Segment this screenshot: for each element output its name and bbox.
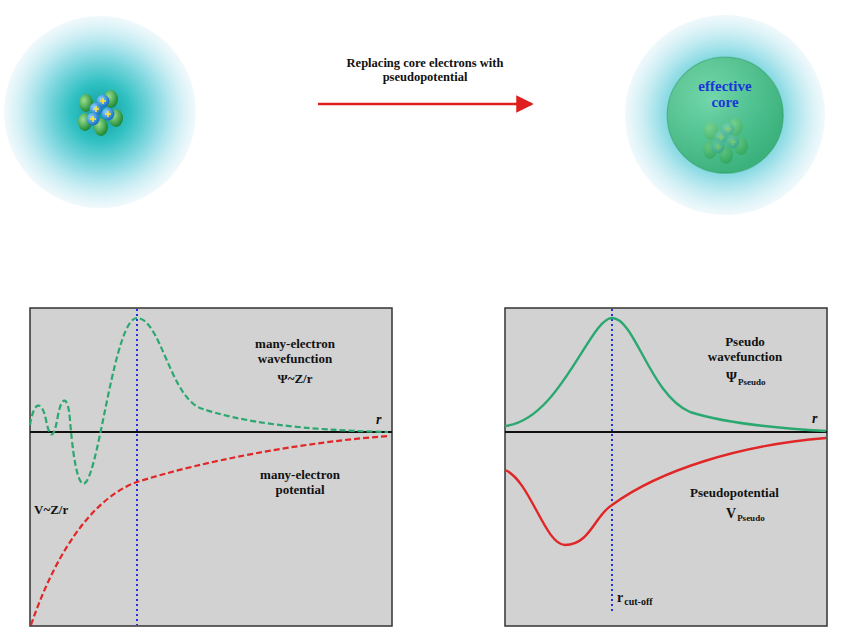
nucleus — [78, 90, 123, 136]
curve-label: Pseudopotential — [690, 486, 779, 501]
cutoff-line — [136, 309, 138, 625]
axis-label: r — [376, 412, 381, 428]
subscript-label: cut-off — [624, 596, 652, 608]
plot-panel — [505, 308, 827, 626]
pseudopotential-curve — [505, 438, 826, 545]
formula-label: Ψ~Z/r — [245, 372, 345, 387]
proton — [97, 95, 110, 108]
proton — [87, 113, 100, 126]
arrow-caption: Replacing core electrons with pseudopote… — [318, 56, 533, 85]
curve-label: many-electron potential — [250, 468, 350, 498]
r-axis — [30, 431, 392, 433]
core-label: effective core — [688, 78, 762, 111]
subscript-label: Pseudo — [738, 377, 766, 387]
axis-label: r — [617, 590, 623, 606]
transform-arrow — [318, 103, 532, 106]
symbol-label: V — [726, 506, 736, 522]
pseudo-wavefunction-curve — [505, 318, 826, 431]
cutoff-line — [611, 309, 613, 612]
core-sphere-shape — [666, 56, 784, 174]
electron-cloud — [625, 15, 825, 215]
plot-panel — [30, 308, 392, 626]
electron-cloud — [4, 16, 196, 208]
formula-label: V~Z/r — [34, 503, 68, 518]
curve-label: Pseudo wavefunction — [695, 335, 795, 365]
symbol-label: Ψ — [726, 370, 737, 386]
effective-core-sphere: effective core — [666, 56, 784, 174]
axis-label: r — [812, 411, 817, 427]
subscript-label: Pseudo — [737, 513, 765, 523]
curve-label: many-electron wavefunction — [245, 337, 345, 367]
potential-curve — [31, 436, 390, 625]
r-axis — [505, 431, 827, 433]
wavefunction-curve — [30, 318, 388, 484]
proton — [102, 108, 115, 121]
